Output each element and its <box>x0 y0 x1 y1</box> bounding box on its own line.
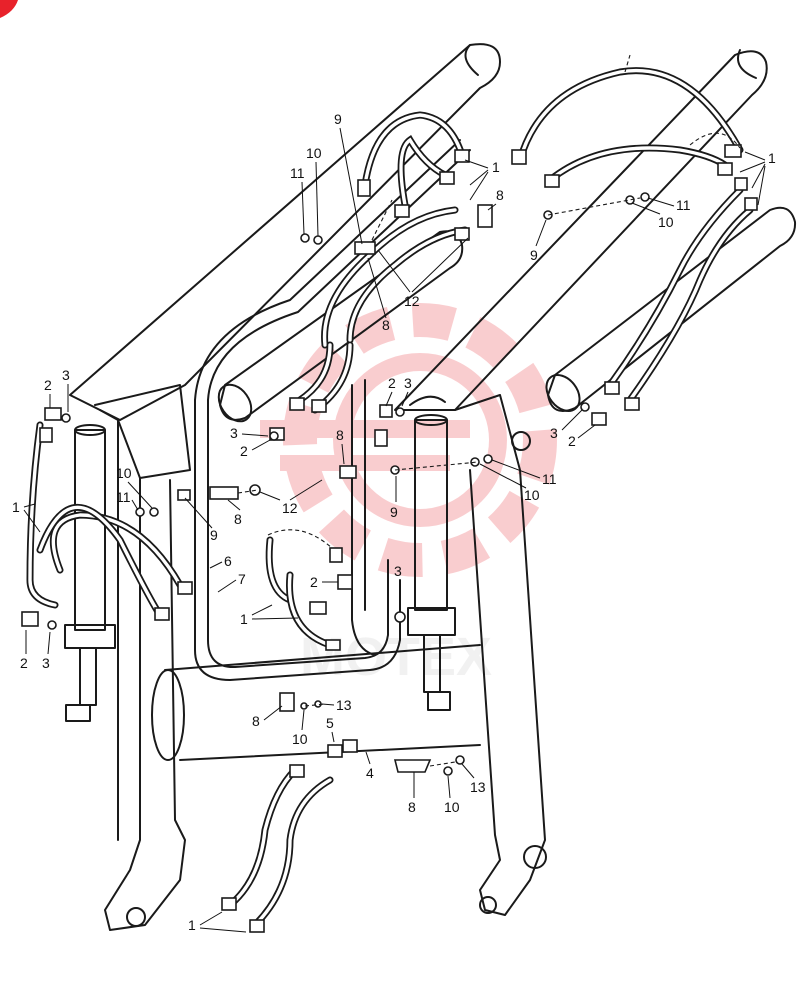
callout-8: 8 <box>408 799 416 815</box>
callout-4: 4 <box>366 765 374 781</box>
callout-8: 8 <box>252 713 260 729</box>
callout-8: 8 <box>496 187 504 203</box>
callout-13: 13 <box>336 697 352 713</box>
callout-10: 10 <box>116 465 132 481</box>
callout-11: 11 <box>676 197 691 213</box>
callout-10: 10 <box>306 145 322 161</box>
callout-6: 6 <box>224 553 232 569</box>
callout-2: 2 <box>310 574 318 590</box>
callout-1: 1 <box>240 611 248 627</box>
callout-1: 1 <box>492 159 500 175</box>
callout-5: 5 <box>326 715 334 731</box>
right-bucket-cylinder <box>407 395 456 711</box>
hose-fittings <box>21 144 758 933</box>
callout-2: 2 <box>568 433 576 449</box>
callout-10: 10 <box>444 799 460 815</box>
callout-10: 10 <box>524 487 540 503</box>
callout-11: 11 <box>116 489 131 505</box>
callout-2: 2 <box>44 377 52 393</box>
callout-3: 3 <box>404 375 412 391</box>
callout-1: 1 <box>12 499 20 515</box>
corner-brand-mark <box>0 0 18 18</box>
callout-8: 8 <box>382 317 390 333</box>
callout-3: 3 <box>230 425 238 441</box>
callout-3: 3 <box>42 655 50 671</box>
callout-11: 11 <box>290 165 305 181</box>
watermark-logo: MOTEX <box>260 303 557 687</box>
callout-9: 9 <box>390 504 398 520</box>
callout-1: 1 <box>768 150 776 166</box>
callout-13: 13 <box>470 779 486 795</box>
callout-3: 3 <box>62 367 70 383</box>
callout-12: 12 <box>282 500 298 516</box>
callout-8: 8 <box>336 427 344 443</box>
callout-10: 10 <box>658 214 674 230</box>
callout-2: 2 <box>20 655 28 671</box>
callout-9: 9 <box>530 247 538 263</box>
callout-1: 1 <box>188 917 196 933</box>
callout-7: 7 <box>238 571 246 587</box>
steel-tubes <box>194 139 471 681</box>
assembly-guide-lines <box>237 54 741 767</box>
callout-3: 3 <box>394 563 402 579</box>
callout-3: 3 <box>550 425 558 441</box>
callout-9: 9 <box>334 111 342 127</box>
callout-8: 8 <box>234 511 242 527</box>
right-lift-cylinder <box>511 206 797 451</box>
left-loader-arm <box>69 43 501 931</box>
callout-labels: 1 1 1 1 1 2 2 2 2 2 2 3 3 3 3 3 3 <box>12 111 776 933</box>
callout-12: 12 <box>404 293 420 309</box>
callout-2: 2 <box>388 375 396 391</box>
callout-9: 9 <box>210 527 218 543</box>
callout-2: 2 <box>240 443 248 459</box>
left-bucket-cylinder <box>64 424 116 722</box>
callout-10: 10 <box>292 731 308 747</box>
callout-11: 11 <box>542 471 557 487</box>
